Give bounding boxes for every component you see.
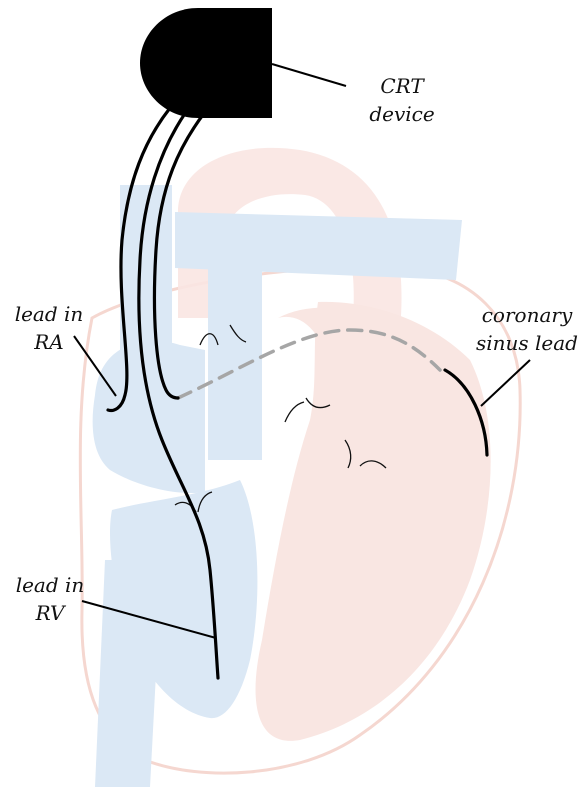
cs-callout-line <box>481 360 530 406</box>
device-label-line2: device <box>369 102 434 126</box>
cs-label-line2: sinus lead <box>476 331 578 355</box>
ra-label-line2: RA <box>33 330 64 354</box>
inferior-vena-cava <box>95 560 162 787</box>
cs-label-line1: coronary <box>482 303 573 327</box>
right-atrium <box>93 341 205 493</box>
device-callout-line <box>272 64 346 86</box>
ra-label-line1: lead in <box>15 302 84 326</box>
device-label-line1: CRT <box>380 74 425 98</box>
crt-device <box>140 8 272 118</box>
pulmonary-trunk <box>208 240 262 460</box>
rv-label-line2: RV <box>35 601 67 625</box>
rv-label-line1: lead in <box>16 573 85 597</box>
